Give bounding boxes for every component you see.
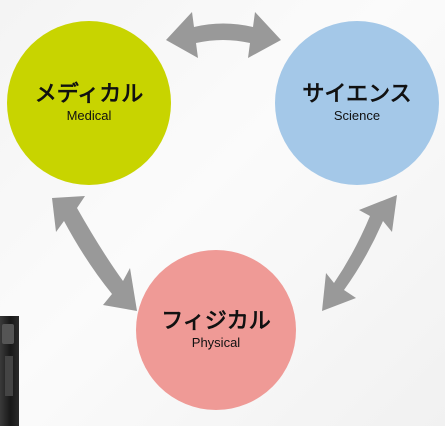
arrow-medical-physical	[52, 196, 137, 311]
arrow-science-physical	[322, 195, 397, 311]
science-circle: サイエンス Science	[275, 21, 439, 185]
photo-fragment	[0, 316, 19, 426]
arrow-medical-science	[166, 12, 281, 58]
physical-subtitle: Physical	[191, 334, 241, 350]
science-title: サイエンス	[302, 81, 412, 107]
medical-title: メディカル	[34, 81, 144, 107]
physical-circle: フィジカル Physical	[136, 250, 296, 410]
physical-title: フィジカル	[161, 308, 271, 334]
medical-subtitle: Medical	[66, 107, 112, 123]
medical-circle: メディカル Medical	[7, 21, 171, 185]
science-subtitle: Science	[333, 107, 381, 123]
